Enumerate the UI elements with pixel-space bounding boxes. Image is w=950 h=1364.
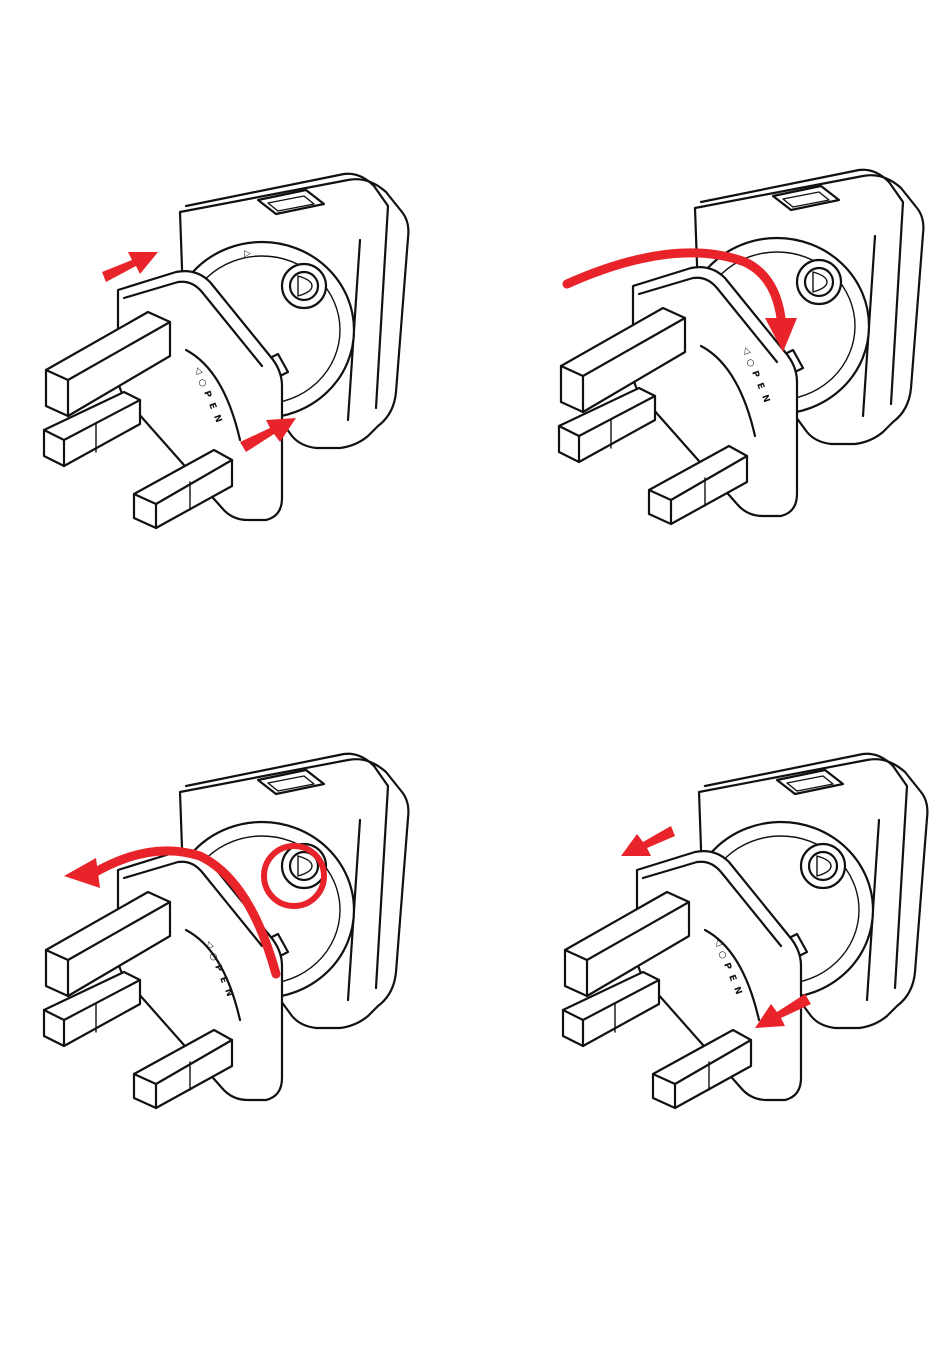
- slide-arrow-upper: [102, 252, 158, 282]
- step-1-panel: ◁ ○ P E N ▷: [0, 0, 475, 682]
- step-1-illustration: ◁ ○ P E N ▷: [0, 0, 475, 682]
- step-2-illustration: ◁ ○ P E N: [475, 0, 950, 682]
- step-4-panel: ◁ ○ P E N: [475, 590, 950, 1272]
- step-2-panel: ◁ ○ P E N: [475, 0, 950, 682]
- step-3-illustration: ◁ ○ P E N: [0, 590, 475, 1272]
- slide-off-arrow-upper: [621, 826, 675, 856]
- step-3-panel: ◁ ○ P E N: [0, 590, 475, 1272]
- step-4-illustration: ◁ ○ P E N: [475, 590, 950, 1272]
- dial-label: ▷: [244, 249, 251, 259]
